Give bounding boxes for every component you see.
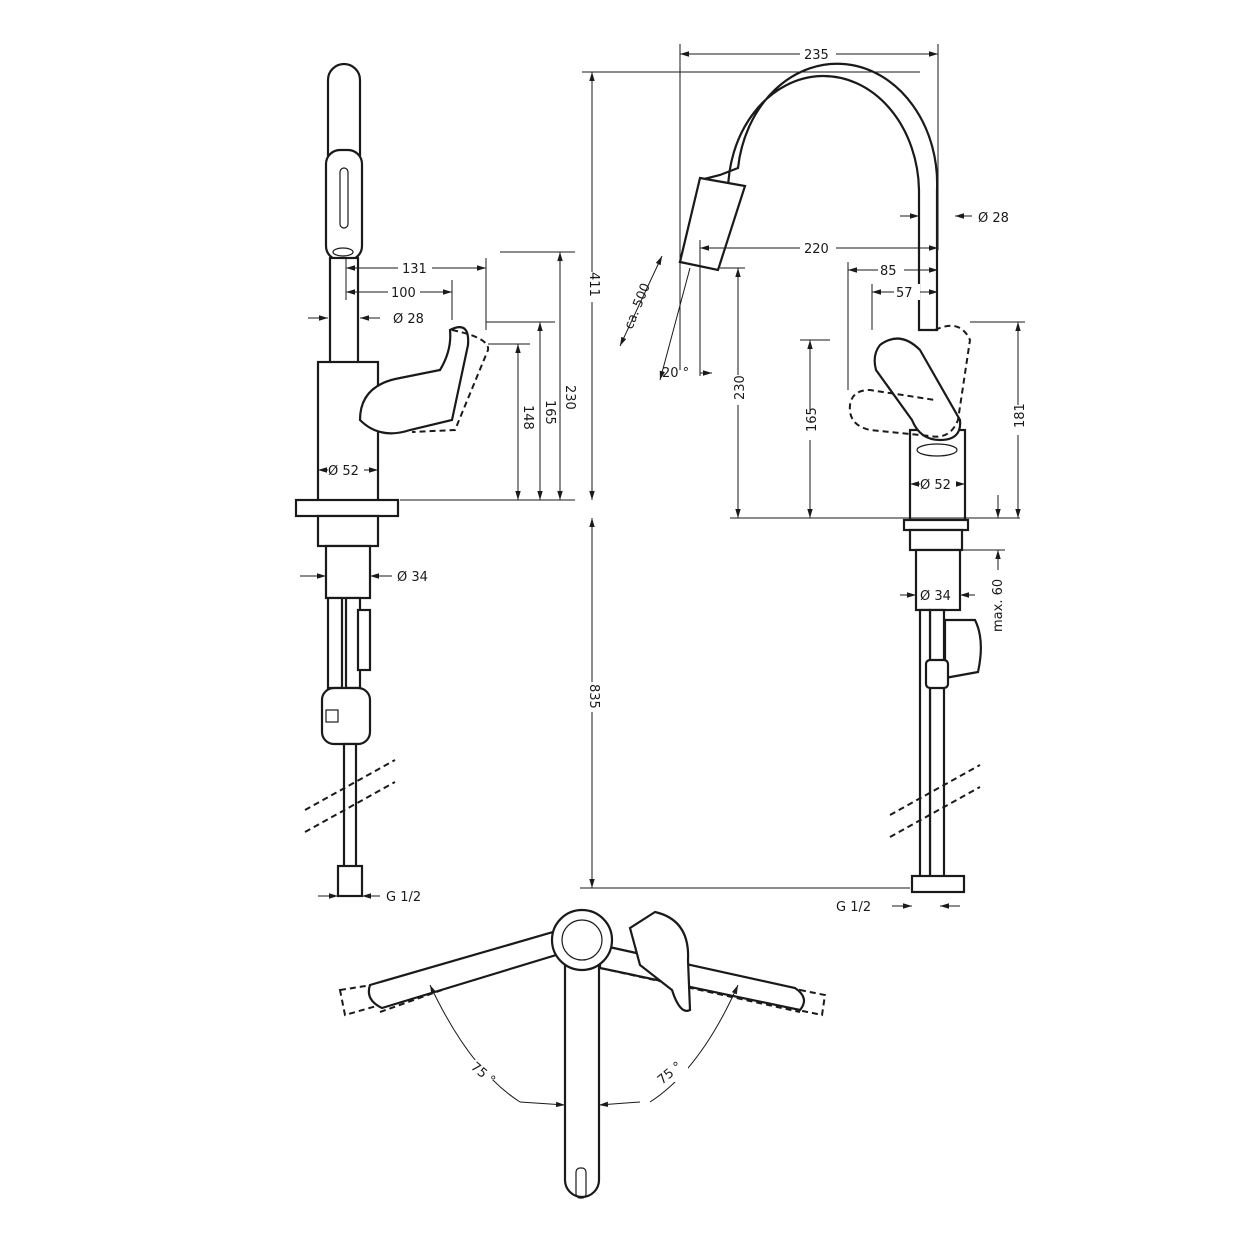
dim-body-diameter-front: Ø 52: [920, 478, 951, 493]
dim-181: 181: [1013, 403, 1028, 428]
dim-230-front: 230: [733, 375, 748, 400]
dim-connection-front: G 1/2: [836, 900, 871, 915]
dim-411: 411: [586, 272, 601, 297]
dim-body-diameter: Ø 52: [328, 464, 359, 479]
dim-220: 220: [804, 242, 829, 257]
dim-shank-diameter-front: Ø 34: [920, 589, 951, 604]
dim-angle-20: 20 °: [662, 366, 689, 381]
dim-165: 165: [542, 400, 557, 425]
dim-165-front: 165: [805, 407, 820, 432]
side-view-faucet: [294, 62, 490, 898]
dim-148: 148: [520, 405, 535, 430]
dim-57: 57: [896, 286, 913, 301]
dim-85: 85: [880, 264, 897, 279]
front-view-faucet: [678, 62, 982, 894]
side-view-labels: 131 100 Ø 28 230 165 148 Ø 52 Ø 34 G 1/2: [328, 260, 577, 905]
dim-835: 835: [586, 684, 601, 709]
dim-connection: G 1/2: [386, 890, 421, 905]
dim-spout-diameter: Ø 28: [393, 312, 424, 327]
dim-max-60: max. 60: [991, 579, 1006, 632]
dim-pullout: ca. 500: [622, 281, 654, 331]
dim-131: 131: [402, 262, 427, 277]
dim-230: 230: [562, 385, 577, 410]
side-view-dimensions: [300, 251, 575, 899]
dim-spout-diameter-front: Ø 28: [978, 211, 1009, 226]
front-view-labels: 235 Ø 28 220 85 57 411 ca. 500 20 ° 230 …: [586, 46, 1028, 915]
dim-shank-diameter: Ø 34: [397, 570, 428, 585]
dim-100: 100: [391, 286, 416, 301]
dim-235: 235: [804, 48, 829, 63]
top-view-faucet: [338, 908, 827, 1199]
